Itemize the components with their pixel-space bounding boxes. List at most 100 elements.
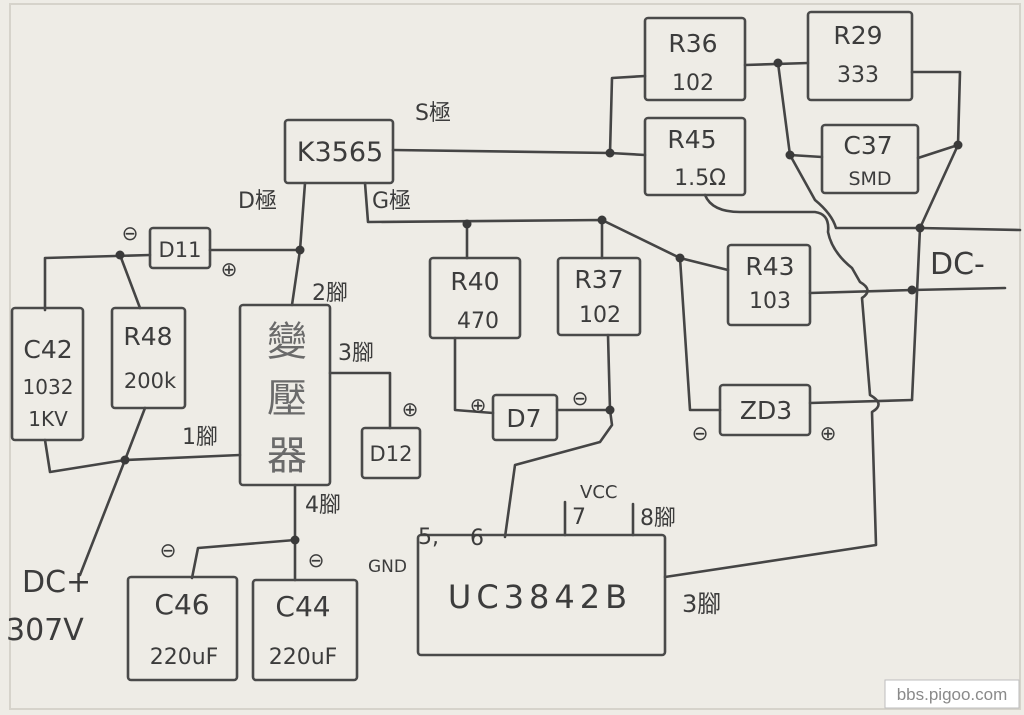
minus-icon: ⊖ [692,421,709,445]
r29-value: 333 [837,63,879,88]
resistor-r29: R29 333 [806,10,914,102]
c37-name: C37 [843,131,892,160]
minus-icon: ⊖ [122,221,139,245]
ic-name: UC3842B [448,578,632,616]
wire-r48-top [118,253,142,310]
transformer: 變 壓 器 [238,303,332,487]
r40-box [428,256,522,340]
d11-name: D11 [159,238,202,262]
r36-value: 102 [672,71,714,96]
label-dc-plus-voltage: 307V [6,613,84,648]
label-vcc: VCC [580,482,617,503]
c46-box [126,575,239,682]
r43-name: R43 [745,252,794,281]
junction [115,250,125,260]
label-pin8: 8腳 [640,506,676,531]
c44-box [251,578,359,682]
wire-c42-bottom [43,438,127,474]
label-pin4: 4腳 [305,493,341,518]
capacitor-c46: C46 220uF [126,575,239,682]
watermark: bbs.pigoo.com [884,679,1020,709]
k3565-box [283,118,395,185]
label-pin2: 2腳 [312,281,348,306]
d12-name: D12 [370,442,413,466]
wire-c37-right [916,143,960,160]
c44-value: 220uF [269,645,338,670]
r36-name: R36 [668,29,717,58]
label-dc-plus: DC+ [22,565,91,600]
junction [462,219,472,229]
label-pin3: 3腳 [338,341,374,366]
r43-value: 103 [749,289,791,314]
resistor-r43: R43 103 [726,243,812,327]
resistor-r40: R40 470 [428,256,522,340]
c37-box [820,123,920,195]
plus-icon: ⊕ [470,393,487,417]
wire-pin1 [123,453,242,462]
d12-box [360,426,422,480]
r48-value: 200k [124,369,177,393]
wire-zd3-in [678,256,722,412]
c37-value: SMD [848,168,891,190]
junction [785,150,795,160]
wire-diagonal-ground [918,143,960,230]
wire-r29-right [910,70,962,147]
plus-icon: ⊕ [820,421,837,445]
minus-icon: ⊖ [308,548,325,572]
d7-name: D7 [506,404,541,433]
wire-ground-bus [910,226,922,402]
r37-box [556,256,642,337]
wire-r37-bottom [606,333,612,412]
d11-box [148,226,212,270]
r36-box [643,16,747,102]
wire-pin3 [328,371,392,430]
diode-d11: D11 [148,226,212,270]
zener-zd3: ZD3 [718,383,812,437]
capacitor-c44: C44 220uF [251,578,359,682]
polarity-marks: ⊖ ⊕ ⊕ ⊕ ⊖ ⊖ ⊕ ⊖ ⊖ [122,221,837,572]
ic-uc3842b: UC3842B [416,533,667,657]
junction [675,253,685,263]
r45-box [643,116,747,197]
label-pin1: 1腳 [182,425,218,450]
wire-current-sense [663,193,880,579]
label-gnd: GND [368,557,407,577]
r29-name: R29 [833,21,882,50]
wires [43,61,1022,582]
resistor-r45: R45 1.5Ω [643,116,747,197]
watermark-text: bbs.pigoo.com [897,685,1008,704]
wire-c46-lead [190,538,297,580]
k3565-label: K3565 [297,137,383,168]
capacitor-c42: C42 1032 1KV [10,306,85,442]
wire-r40-bottom [453,336,495,415]
wire-zd3-out [808,398,914,405]
mosfet-k3565: K3565 [283,118,395,185]
label-d-pole: D極 [238,189,277,214]
ic-box [416,533,667,657]
transformer-box [238,303,332,487]
minus-icon: ⊖ [572,386,589,410]
r45-name: R45 [667,125,716,154]
label-dc-minus: DC- [930,247,985,282]
diode-d12: D12 [360,426,422,480]
transformer-char-3: 器 [267,433,307,479]
paper-edge [9,3,1021,710]
junction [953,140,963,150]
resistor-r36: R36 102 [643,16,747,102]
label-pin7: 7 [572,505,586,530]
junction [290,535,300,545]
c42-value: 1032 [23,375,74,399]
minus-icon: ⊖ [160,538,177,562]
r37-name: R37 [574,265,623,294]
plus-icon: ⊕ [402,397,419,421]
junction [597,215,607,225]
r45-value: 1.5Ω [674,166,726,191]
net-labels: S極 D極 G極 2腳 3腳 1腳 4腳 GND 5, 6 VCC 7 8腳 3… [6,101,985,648]
label-pin5: 5, [418,525,439,550]
r48-name: R48 [123,322,172,351]
transformer-char-1: 變 [267,319,307,365]
r48-box [110,306,187,410]
plus-icon: ⊕ [221,257,238,281]
c42-name: C42 [23,335,72,364]
